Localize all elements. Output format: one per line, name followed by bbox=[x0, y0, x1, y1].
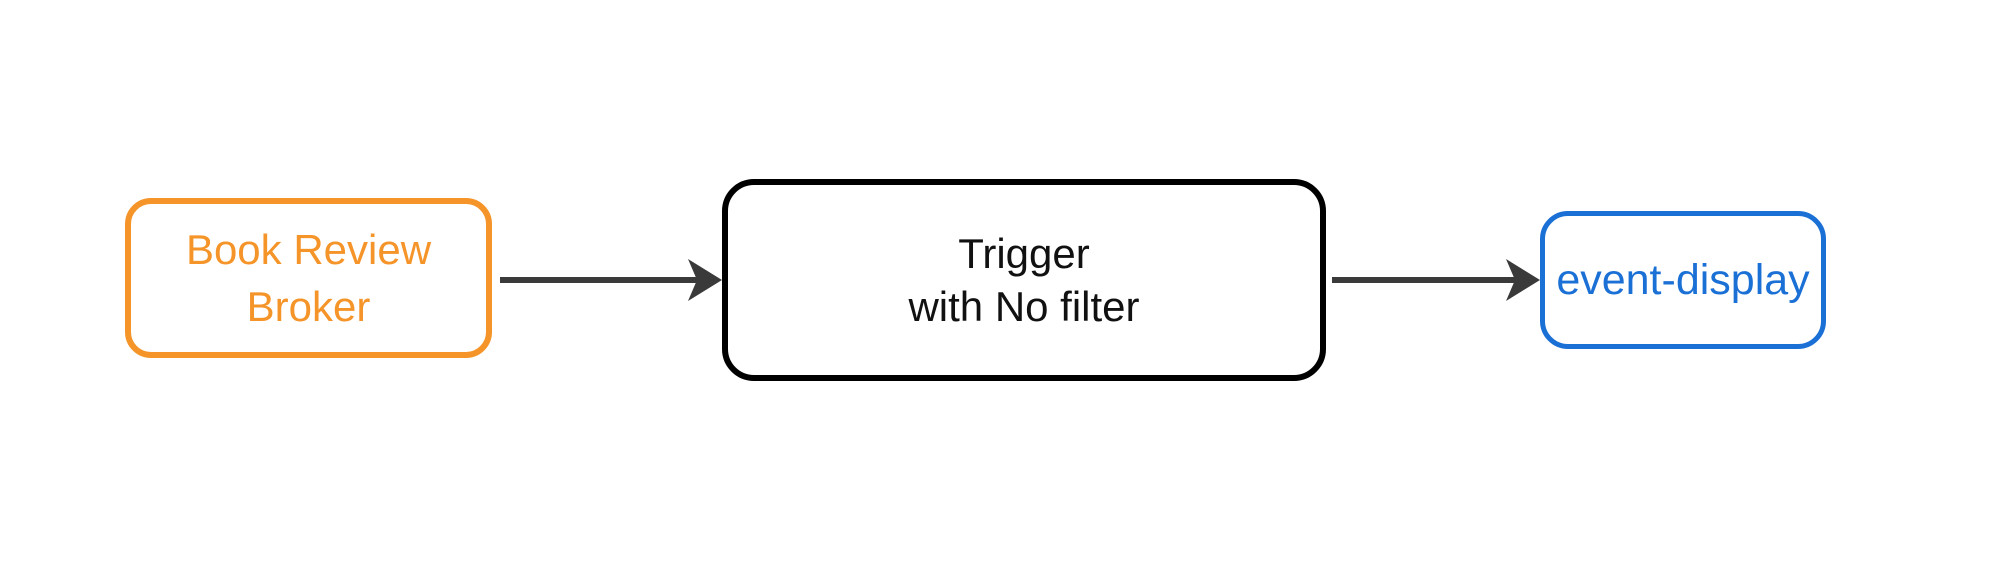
edge-broker-to-trigger bbox=[500, 259, 722, 301]
node-label-line: event-display bbox=[1556, 256, 1810, 304]
node-trigger: Trigger with No filter bbox=[722, 179, 1326, 381]
node-label-line: Book Review bbox=[185, 226, 432, 273]
node-label-line: Trigger bbox=[958, 230, 1090, 277]
node-label-line: with No filter bbox=[908, 283, 1140, 330]
arrowhead-right-icon bbox=[1506, 259, 1540, 301]
node-event-display: event-display bbox=[1540, 211, 1826, 349]
node-label-line: Broker bbox=[246, 283, 371, 330]
arrowhead-right-icon bbox=[688, 259, 722, 301]
edge-trigger-to-event-display bbox=[1332, 259, 1540, 301]
node-book-review-broker: Book Review Broker bbox=[125, 198, 492, 358]
